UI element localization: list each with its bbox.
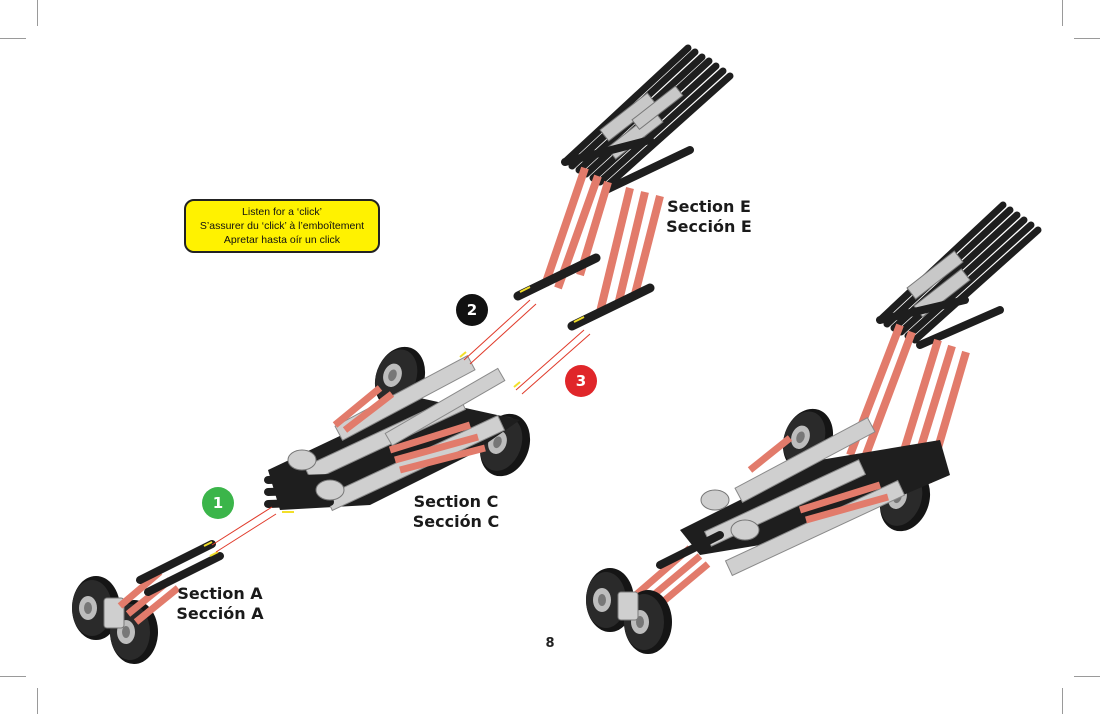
crop-mark-bottom-right-h — [1074, 676, 1100, 677]
step-1-badge: 1 — [202, 487, 234, 519]
section-c-label-es: Sección C — [412, 512, 500, 531]
crop-mark-top-left-v — [37, 0, 38, 26]
section-c-part — [264, 339, 539, 513]
section-c-label: Section C Sección C — [410, 492, 502, 532]
assembled-vehicle — [586, 201, 1042, 654]
step-3-badge: 3 — [565, 365, 597, 397]
page-number: 8 — [545, 636, 555, 651]
callout-text-english: Listen for a ‘click’ — [242, 206, 322, 218]
section-e-label-es: Sección E — [666, 217, 752, 236]
section-e-label-en: Section E — [667, 197, 751, 216]
section-c-label-en: Section C — [413, 492, 499, 511]
step-1-number: 1 — [212, 494, 224, 512]
click-instruction-callout: Listen for a ‘click’ S’assurer du ‘click… — [184, 199, 380, 253]
callout-text-french: S’assurer du ‘click’ à l’emboîtement — [199, 220, 365, 232]
step-2-badge: 2 — [456, 294, 488, 326]
connection-arrows — [211, 299, 591, 553]
crop-mark-bottom-left-h — [0, 676, 26, 677]
crop-mark-bottom-left-v — [37, 688, 38, 714]
step-3-number: 3 — [575, 372, 587, 390]
section-a-label-es: Sección A — [176, 604, 264, 623]
crop-mark-top-left-h — [0, 38, 26, 39]
section-e-part — [513, 44, 734, 331]
section-a-label-en: Section A — [177, 584, 263, 603]
section-e-label: Section E Sección E — [666, 197, 752, 237]
section-a-label: Section A Sección A — [174, 584, 266, 624]
crop-mark-top-right-h — [1074, 38, 1100, 39]
crop-mark-bottom-right-v — [1062, 688, 1063, 714]
callout-text-spanish: Apretar hasta oír un click — [223, 234, 341, 246]
section-a-part — [72, 540, 224, 664]
step-2-number: 2 — [466, 301, 478, 319]
crop-mark-top-right-v — [1062, 0, 1063, 26]
